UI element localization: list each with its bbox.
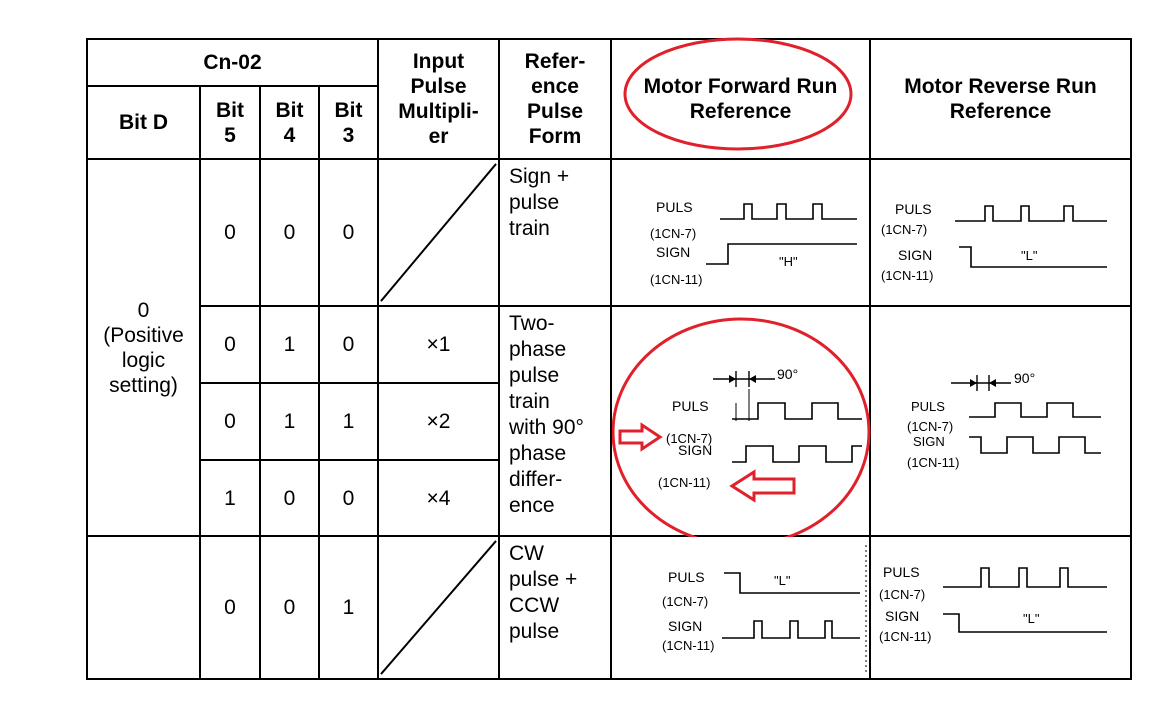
row4-bit3: 0	[318, 459, 379, 537]
row4-bit4: 0	[259, 459, 320, 537]
svg-text:(1CN-7): (1CN-7)	[879, 587, 925, 602]
two-phase-forward-waveform: 90° PULS (1CN-7) SIGN (1CN-11)	[610, 305, 871, 537]
svg-text:PULS: PULS	[895, 201, 932, 217]
row1-form: Sign + pulse train	[498, 158, 612, 307]
row2-bit4: 1	[259, 305, 320, 384]
row5-bit5: 0	[199, 535, 261, 680]
row1-reverse-waveform: PULS (1CN-7) SIGN "L" (1CN-11)	[869, 158, 1132, 307]
header-bit-d: Bit D	[86, 85, 201, 160]
row2-bit3: 0	[318, 305, 379, 384]
row5-reverse-waveform: PULS (1CN-7) SIGN "L" (1CN-11)	[869, 535, 1132, 680]
svg-text:(1CN-11): (1CN-11)	[881, 268, 934, 283]
svg-text:PULS: PULS	[672, 398, 709, 414]
row2-multiplier: ×1	[377, 305, 500, 384]
svg-text:SIGN: SIGN	[885, 608, 919, 624]
svg-text:(1CN-11): (1CN-11)	[650, 272, 703, 287]
row2-bit5: 0	[199, 305, 261, 384]
svg-text:(1CN-11): (1CN-11)	[907, 455, 960, 470]
row1-bit5: 0	[199, 158, 261, 307]
svg-text:"L": "L"	[774, 573, 791, 588]
header-forward: Motor Forward Run Reference	[610, 38, 871, 160]
two-phase-reverse-waveform: 90° PULS (1CN-7) SIGN (1CN-11)	[869, 305, 1132, 537]
svg-text:"L": "L"	[1021, 248, 1038, 263]
header-bit5: Bit 5	[199, 85, 261, 160]
row5-forward-waveform: PULS "L" (1CN-7) SIGN (1CN-11)	[610, 535, 871, 680]
svg-text:(1CN-11): (1CN-11)	[662, 638, 715, 653]
svg-text:(1CN-11): (1CN-11)	[879, 629, 932, 644]
row3-bit5: 0	[199, 382, 261, 461]
svg-text:(1CN-7): (1CN-7)	[881, 222, 927, 237]
svg-text:(1CN-7): (1CN-7)	[666, 431, 712, 446]
header-form: Refer- ence Pulse Form	[498, 38, 612, 160]
bit-d-value: 0 (Positive logic setting)	[86, 158, 201, 537]
svg-text:90°: 90°	[1014, 370, 1035, 386]
header-bit3: Bit 3	[318, 85, 379, 160]
row1-multiplier-na	[377, 158, 500, 307]
row5-bit3: 1	[318, 535, 379, 680]
row3-bit4: 1	[259, 382, 320, 461]
row5-bit4: 0	[259, 535, 320, 680]
svg-text:(1CN-7): (1CN-7)	[650, 226, 696, 241]
svg-text:PULS: PULS	[911, 399, 945, 414]
svg-text:(1CN-7): (1CN-7)	[662, 594, 708, 609]
svg-text:90°: 90°	[777, 366, 798, 382]
svg-text:SIGN: SIGN	[678, 442, 712, 458]
header-reverse: Motor Reverse Run Reference	[869, 38, 1132, 160]
header-cn02: Cn-02	[86, 38, 379, 87]
row4-bit5: 1	[199, 459, 261, 537]
row4-multiplier: ×4	[377, 459, 500, 537]
svg-text:(1CN-7): (1CN-7)	[907, 419, 953, 434]
row5-multiplier-na	[377, 535, 500, 680]
svg-text:"H": "H"	[779, 254, 798, 269]
row1-bit4: 0	[259, 158, 320, 307]
svg-text:PULS: PULS	[668, 569, 705, 585]
bit-d-blank	[86, 535, 201, 680]
header-multiplier: Input Pulse Multipli- er	[377, 38, 500, 160]
svg-text:PULS: PULS	[883, 564, 920, 580]
header-bit4: Bit 4	[259, 85, 320, 160]
row5-form: CW pulse + CCW pulse	[498, 535, 612, 680]
svg-text:SIGN: SIGN	[656, 244, 690, 260]
svg-text:SIGN: SIGN	[913, 434, 945, 449]
row1-forward-waveform: PULS (1CN-7) SIGN "H" (1CN-11)	[610, 158, 871, 307]
row1-bit3: 0	[318, 158, 379, 307]
pulse-reference-table: Cn-02 Input Pulse Multipli- er Refer- en…	[86, 38, 1132, 680]
two-phase-form: Two- phase pulse train with 90° phase di…	[498, 305, 612, 537]
svg-text:"L": "L"	[1023, 611, 1040, 626]
svg-text:(1CN-11): (1CN-11)	[658, 475, 711, 490]
svg-text:SIGN: SIGN	[668, 618, 702, 634]
row3-multiplier: ×2	[377, 382, 500, 461]
svg-text:SIGN: SIGN	[898, 247, 932, 263]
row3-bit3: 1	[318, 382, 379, 461]
svg-text:PULS: PULS	[656, 199, 693, 215]
